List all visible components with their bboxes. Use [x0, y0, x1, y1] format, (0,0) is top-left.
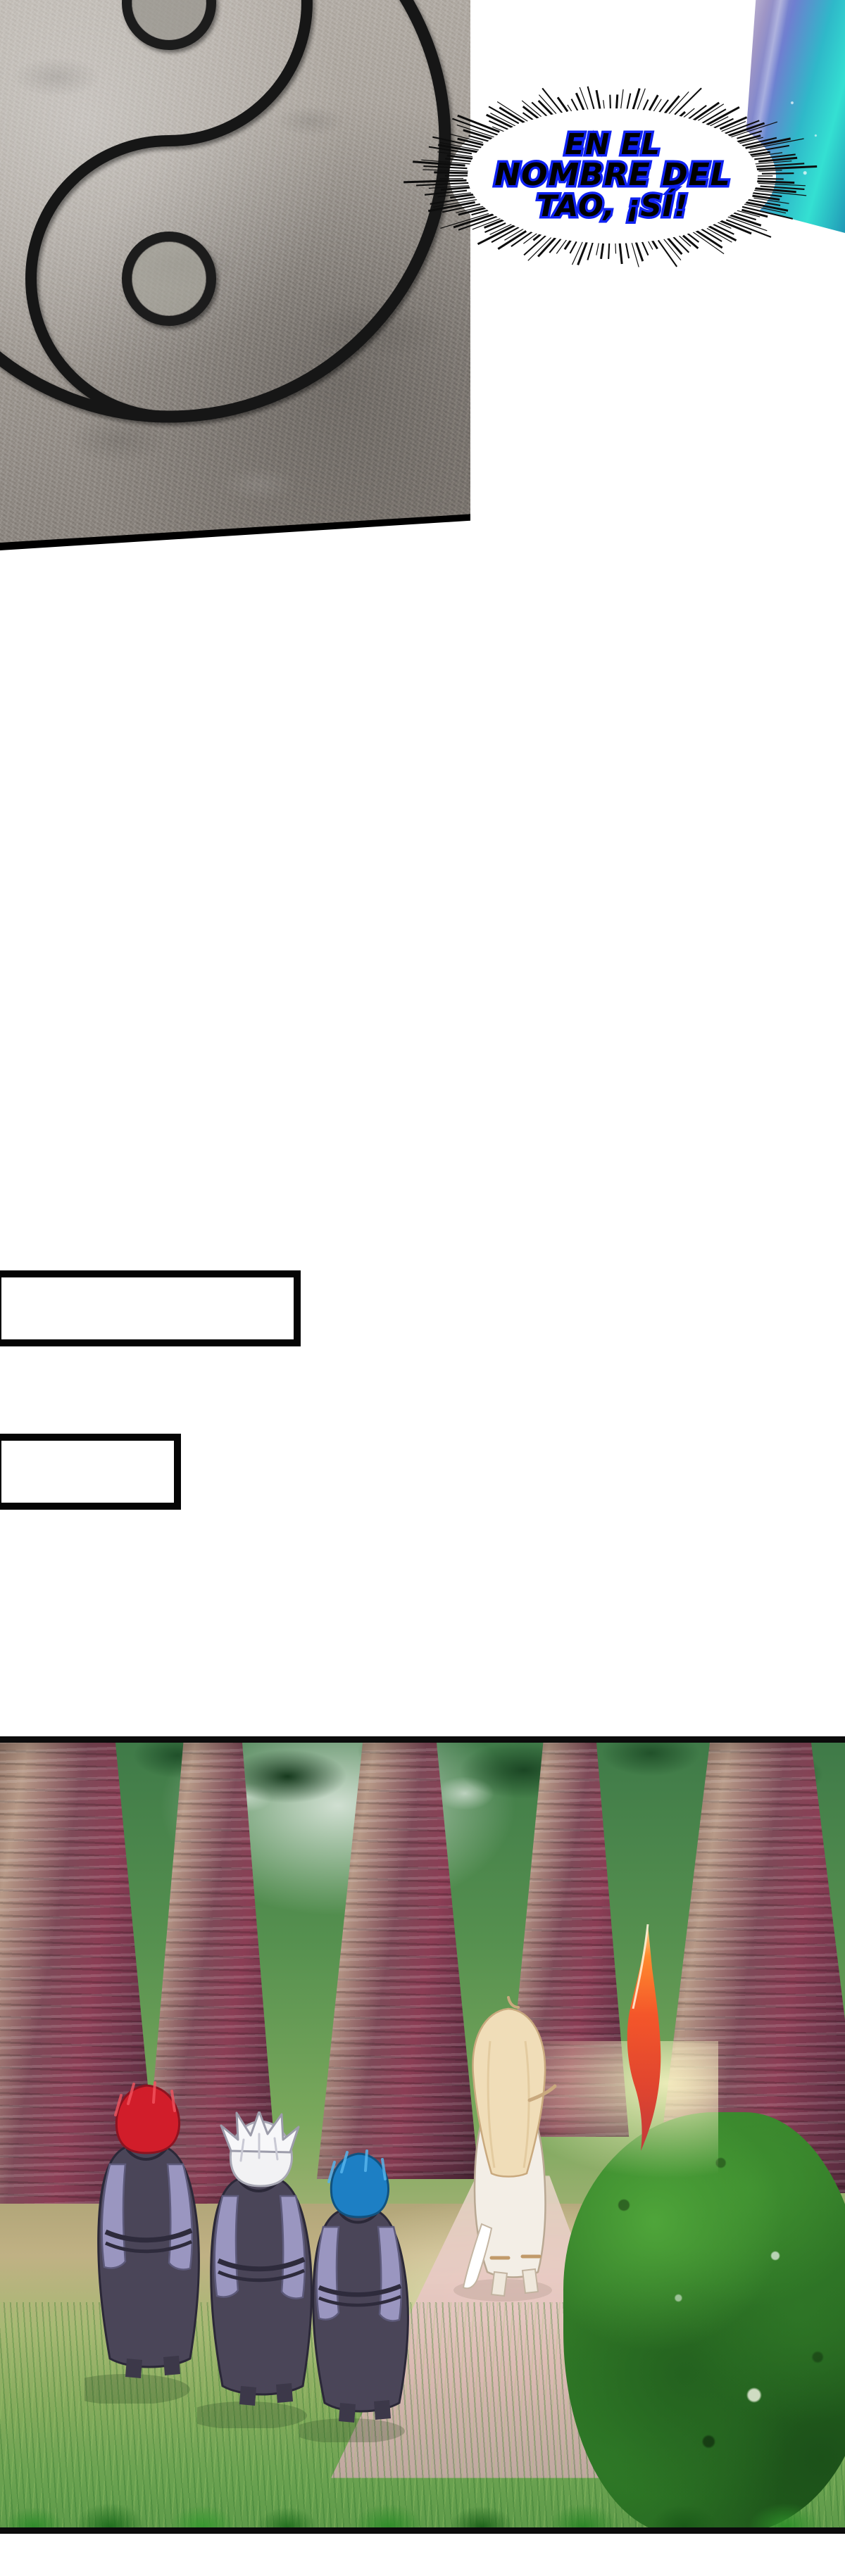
robed-figure: [453, 1996, 557, 2302]
stone-texture: [0, 0, 470, 543]
teal-crystal: [741, 0, 845, 234]
blue-haired-cultivator: [299, 2147, 433, 2442]
grass-fringe: [0, 2422, 845, 2527]
radial-burst-shout: EN EL NOMBRE DEL TAO, ¡SÍ!: [373, 63, 845, 289]
red-haired-cultivator: [84, 2080, 225, 2404]
caption-box-2: [0, 1434, 181, 1510]
stone-panel: [0, 0, 470, 550]
blonde-haired-figure: [451, 1992, 577, 2302]
cultivator-figure: [197, 2111, 313, 2428]
burst-spikes-icon: [403, 86, 818, 267]
yin-yang-carving-icon: [0, 0, 451, 423]
caption-box-1: [0, 1270, 301, 1346]
cultivator-figure: [84, 2081, 200, 2404]
stone-mottling: [0, 0, 470, 543]
cultivator-figure: [299, 2149, 409, 2442]
white-haired-cultivator: [197, 2111, 338, 2428]
stone-surface: [0, 0, 470, 543]
